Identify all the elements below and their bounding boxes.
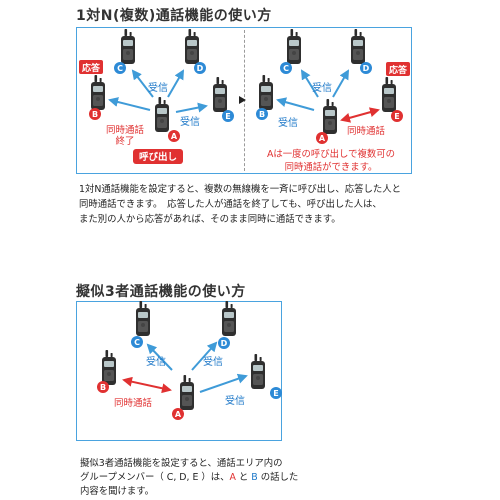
badge-e-right: E: [394, 112, 399, 121]
badge-a-right: A: [319, 134, 326, 143]
radio-a-icon-right: [323, 99, 337, 134]
section1-caption: 1対N通話機能を設定すると、複数の無線機を一斉に呼び出し、応答した人と 同時通話…: [79, 182, 419, 227]
caption1-line1: 1対N通話機能を設定すると、複数の無線機を一斉に呼び出し、応答した人と: [79, 184, 401, 195]
section2-panel: C D B E A 受信 受信 受信 同時通話: [97, 301, 282, 420]
note-line-2: 同時通話ができます。: [284, 162, 378, 173]
caption1-line2: 同時通話できます。 応答した人が通話を終了しても、呼び出した人は、: [79, 199, 382, 210]
radio2-a-icon: [180, 375, 194, 410]
radio-d-icon-right: [351, 29, 365, 64]
badge-d-right: D: [363, 64, 370, 73]
arrow-a-to-e: [175, 102, 208, 113]
receive-label-c-right: 受信: [312, 82, 332, 94]
caption2-line2-pre: グループメンバー（ C, D, E ）は、: [80, 472, 230, 483]
radio-b-icon-right: [259, 75, 273, 110]
section1-title: 1対N(複数)通話機能の使い方: [76, 8, 272, 24]
receive2-label-c: 受信: [146, 356, 166, 368]
arrow-a-to-b: [108, 97, 151, 111]
sim-end-line1: 同時通話: [106, 124, 145, 136]
badge2-c: C: [134, 338, 140, 347]
badge-b-right: B: [259, 110, 265, 119]
respond-tag-left: 応答: [82, 62, 101, 74]
arrow2-a-to-d: [191, 341, 218, 371]
sim2-label: 同時通話: [114, 397, 153, 409]
arrow-a-to-c-right: [300, 69, 319, 98]
sim-end-line2: 終了: [115, 135, 134, 147]
section1-note: Aは一度の呼び出しで複数可の 同時通話ができます。: [252, 148, 410, 174]
receive2-label-d: 受信: [203, 356, 223, 368]
badge2-e: E: [273, 389, 278, 398]
badge-d: D: [197, 64, 204, 73]
caption2-a: A: [229, 472, 236, 483]
arrow-a-to-b-right: [276, 97, 315, 111]
radio-b-icon: [91, 75, 105, 110]
radio-e-icon-right: [382, 77, 396, 112]
caption2-mid: と: [235, 472, 252, 483]
radio-e-icon: [213, 77, 227, 112]
badge2-b: B: [100, 383, 106, 392]
badge2-d: D: [221, 339, 228, 348]
radio2-e-icon: [251, 354, 265, 389]
radio-d-icon: [185, 29, 199, 64]
arrow-a-e-sim-right: [340, 107, 380, 123]
section2-title: 擬似3者通話機能の使い方: [76, 284, 246, 300]
badge2-a: A: [175, 410, 182, 419]
badge-c-right: C: [283, 64, 289, 73]
radio-c-icon: [121, 29, 135, 64]
receive-label-c: 受信: [148, 82, 168, 94]
radio-a-icon: [155, 97, 169, 132]
section1-left-panel: C D B E A 応答 受信 受信 同時通話 終了 呼び出し: [79, 29, 234, 164]
transition-arrow-icon: [239, 96, 246, 104]
receive-label-e: 受信: [180, 116, 200, 128]
badge-c: C: [117, 64, 123, 73]
section1-right-panel: C D B E A 応答 受信 受信 同時通話: [256, 29, 410, 144]
note-line-1: Aは一度の呼び出しで複数可の: [266, 149, 395, 160]
radio2-b-icon: [102, 350, 116, 385]
caption2-line1: 擬似3者通話機能を設定すると、通話エリア内の: [80, 458, 283, 469]
call-tag: 呼び出し: [139, 151, 177, 163]
arrow-a-to-d-right: [332, 69, 349, 98]
respond-tag-right: 応答: [389, 64, 408, 76]
arrow2-a-b-sim: [122, 376, 172, 394]
arrow2-a-to-c: [146, 343, 173, 371]
arrow-a-to-d: [167, 69, 184, 98]
caption2-b: B: [251, 472, 258, 483]
caption1-line3: また別の人から応答があれば、そのまま同時に通話できます。: [79, 214, 341, 225]
badge-a: A: [171, 132, 178, 141]
caption2-line2-post: の話した: [257, 472, 299, 483]
arrow2-a-to-e: [199, 373, 248, 393]
sim-label-right: 同時通話: [347, 125, 386, 137]
radio-c-icon-right: [287, 29, 301, 64]
arrow-a-to-c: [131, 69, 154, 98]
receive2-label-e: 受信: [225, 395, 245, 407]
caption2-line3: 内容を聞けます。: [80, 486, 155, 497]
receive-label-b-right: 受信: [278, 117, 298, 129]
radio2-d-icon: [222, 301, 236, 336]
badge-b: B: [92, 110, 98, 119]
radio2-c-icon: [136, 301, 150, 336]
badge-e: E: [225, 112, 230, 121]
section2-caption: 擬似3者通話機能を設定すると、通話エリア内の グループメンバー（ C, D, E…: [80, 457, 340, 499]
